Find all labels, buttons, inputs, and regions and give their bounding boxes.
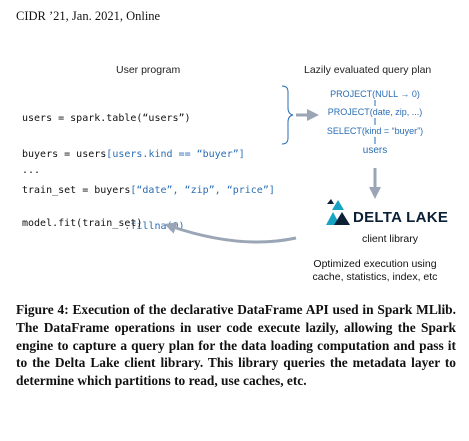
user-program-title: User program — [116, 64, 181, 76]
plan-node-users: users — [362, 145, 388, 156]
query-plan-title: Lazily evaluated query plan — [304, 64, 432, 76]
delta-lake-logo-text: DELTA LAKE — [353, 209, 449, 226]
code-line: buyers = users[users.kind == “buyer”] — [22, 149, 245, 160]
delta-to-fit-arrow — [164, 222, 297, 244]
code-line: users = spark.table(“users”) — [22, 113, 191, 124]
caption-text: Execution of the declarative DataFrame A… — [16, 302, 456, 389]
code-block: users = spark.table(“users”) buyers = us… — [22, 89, 275, 245]
code-line: train_set = buyers[“date”, “zip”, “price… — [22, 185, 275, 196]
code-line: .fillna(0) — [124, 221, 185, 232]
figure-label: Figure 4: — [16, 302, 69, 317]
diagram-graphics — [164, 85, 381, 244]
client-library-label: client library — [362, 233, 419, 245]
delta-lake-logo-icon — [326, 199, 350, 225]
plan-node-select: SELECT(kind = “buyer”) — [326, 126, 424, 136]
execution-note: Optimized execution using cache, statist… — [312, 258, 438, 283]
code-brace — [281, 85, 294, 145]
plan-node-project-cols: PROJECT(date, zip, ...) — [327, 107, 423, 117]
plan-node-project-null: PROJECT(NULL → 0) — [330, 89, 420, 99]
running-header: CIDR ’21, Jan. 2021, Online — [16, 9, 161, 23]
model-fit-line: model.fit(train_set) — [22, 218, 143, 229]
figure-caption: Figure 4: Execution of the declarative D… — [16, 301, 456, 390]
code-ellipsis: ... — [22, 165, 41, 176]
